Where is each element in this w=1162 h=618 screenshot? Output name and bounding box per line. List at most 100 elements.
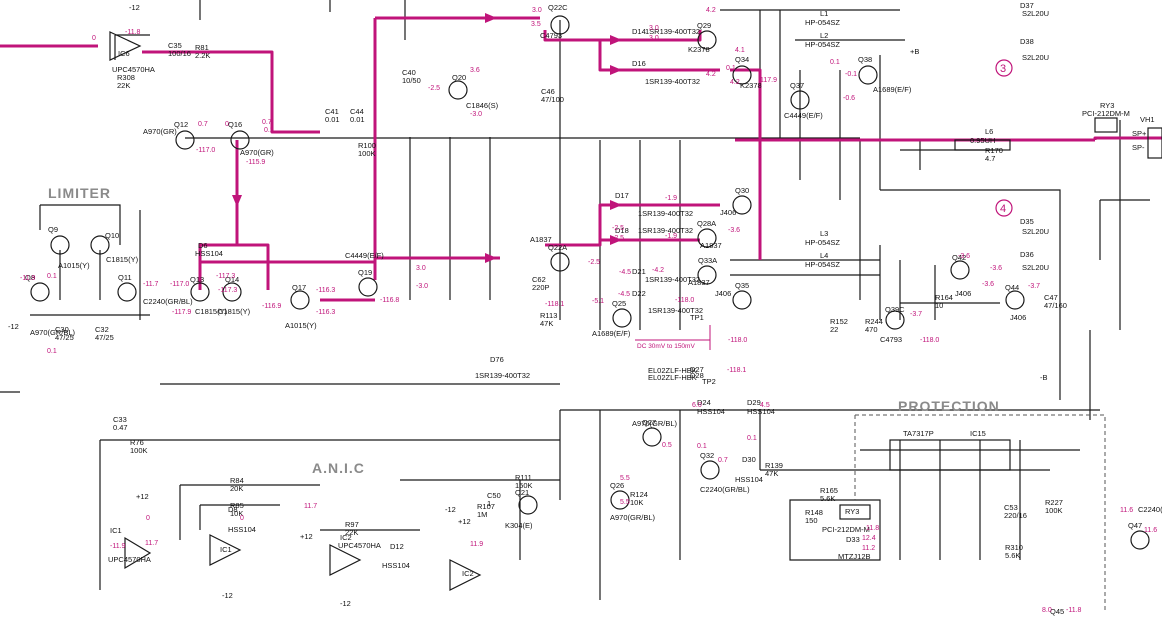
voltage-reading: 8.0	[1042, 607, 1052, 614]
transistor-part: J406	[720, 208, 736, 217]
voltage-reading: 3.0	[649, 35, 659, 42]
voltage-reading: 11.2	[862, 545, 875, 552]
transistor-ref: Q32	[700, 451, 714, 460]
voltage-reading: 0.1	[47, 348, 57, 355]
resistor-ref: R113	[540, 311, 557, 320]
voltage-reading: 0.1	[830, 59, 840, 66]
inductor-ref: L6	[985, 127, 993, 136]
resistor-value: 10	[935, 301, 943, 310]
voltage-reading: 4.2	[730, 79, 740, 86]
capacitor-value: 0.47	[113, 423, 128, 432]
capacitor-value: 1	[487, 499, 491, 508]
voltage-reading: -3.6	[990, 265, 1002, 272]
transistor-part: J406	[715, 289, 731, 298]
voltage-reading: -117.9	[172, 309, 191, 316]
voltage-reading: -11.8	[1066, 607, 1082, 614]
test-point-2: TP2	[702, 377, 716, 386]
resistor-ref: R170	[985, 146, 1003, 155]
resistor-ref: R148	[805, 508, 823, 517]
voltage-reading: -4.5	[618, 291, 630, 298]
capacitor-ref: C62	[532, 275, 546, 284]
capacitor-ref: C46	[541, 87, 555, 96]
voltage-reading: 6.0	[692, 402, 702, 409]
transistor-part: A1837	[688, 278, 710, 287]
transistor-ref: Q22C	[548, 3, 568, 12]
voltage-reading: 0.1	[726, 65, 736, 72]
diode-ref: D16	[632, 59, 646, 68]
capacitor-value: 47/160	[1044, 301, 1067, 310]
voltage-reading: 11.7	[304, 503, 317, 510]
capacitor-ref: C41	[325, 107, 339, 116]
diode-part: HSS104	[228, 525, 256, 534]
resistor-value: 20K	[230, 484, 243, 493]
diode-part: S2L20U	[1022, 9, 1049, 18]
voltage-reading: -118.0	[675, 297, 694, 304]
transistor-ref: Q37	[790, 81, 804, 90]
voltage-reading: -3.0	[416, 283, 428, 290]
transistor-ref: Q22A	[548, 243, 567, 252]
voltage-reading: 0.1	[697, 443, 707, 450]
diode-part: MTZJ12B	[838, 552, 871, 561]
test-point-1: TP1	[690, 313, 704, 322]
marker-4: 4	[995, 199, 1013, 217]
transistor-ref: Q19	[358, 268, 372, 277]
ic-label: IC15	[970, 429, 986, 438]
voltage-reading: -117.0	[170, 281, 189, 288]
voltage-reading: 0.7	[198, 121, 208, 128]
resistor-ref: R227	[1045, 498, 1063, 507]
resistor-ref: R164	[935, 293, 953, 302]
resistor-value: 150	[805, 516, 818, 525]
voltage-reading: -3.7	[910, 311, 922, 318]
capacitor-ref: C40	[402, 68, 416, 77]
resistor-value: 100K	[358, 149, 376, 158]
voltage-reading: -3.6	[958, 253, 970, 260]
diode-ref: D24	[697, 398, 711, 407]
supply-minusB: -B	[1040, 373, 1048, 382]
diode-part: HSS104	[735, 475, 763, 484]
transistor-part: A1015(Y)	[58, 261, 90, 270]
capacitor-labels: C35100/16C410.01C440.01C330.47C3047/25C3…	[55, 41, 1067, 520]
voltage-reading: -11.9	[110, 543, 126, 550]
voltage-reading: 0.7	[718, 457, 728, 464]
transistor-part: A1837	[700, 241, 722, 250]
components	[30, 15, 1162, 610]
resistor-ref: R81	[195, 43, 209, 52]
capacitor-value: 100/16	[168, 49, 191, 58]
transistor-part: C1815(Y)	[106, 255, 139, 264]
diode-part: 1SR139-400T32	[648, 306, 703, 315]
ic-part: UPC4570HA	[112, 65, 155, 74]
transistor-ref: Q20	[452, 73, 466, 82]
relay-ref: RY3	[1100, 101, 1114, 110]
capacitor-ref: C44	[350, 107, 364, 116]
voltage-reading: -116.8	[380, 297, 399, 304]
voltage-reading: 0.5	[662, 442, 672, 449]
resistor-ref: R165	[820, 486, 838, 495]
resistor-ref: R139	[765, 461, 783, 470]
speaker-terminal-label: VH1	[1140, 115, 1155, 124]
resistor-value: 22K	[345, 528, 358, 537]
transistor-ref: Q35	[735, 281, 749, 290]
ic-label: IC1	[220, 545, 232, 554]
marker-4-label: 4	[1000, 203, 1006, 215]
voltage-reading: -11.7	[143, 281, 159, 288]
ic-part: TA7317P	[903, 429, 934, 438]
diode-ref: D76	[490, 355, 504, 364]
transistor-ref: Q14	[225, 275, 239, 284]
inductor-part: HP-054SZ	[805, 238, 840, 247]
transistor-ref: Q17	[292, 283, 306, 292]
voltage-reading: 3.0	[532, 7, 542, 14]
transistor-ref: Q21	[515, 488, 529, 497]
diode-ref: D21	[632, 267, 646, 276]
voltage-reading: 5.5	[620, 499, 630, 506]
resistor-value: 100K	[1045, 506, 1063, 515]
transistor-part: A1689(E/F)	[592, 329, 631, 338]
diode-ref: D37	[1020, 1, 1034, 10]
capacitor-ref: C50	[487, 491, 501, 500]
voltage-reading: -118.1	[727, 367, 746, 374]
resistor-value: 4.7	[985, 154, 995, 163]
voltage-reading: 0	[240, 515, 244, 522]
resistor-value: 470	[865, 325, 878, 334]
diode-part: EL02ZLF-HBK	[648, 366, 697, 375]
